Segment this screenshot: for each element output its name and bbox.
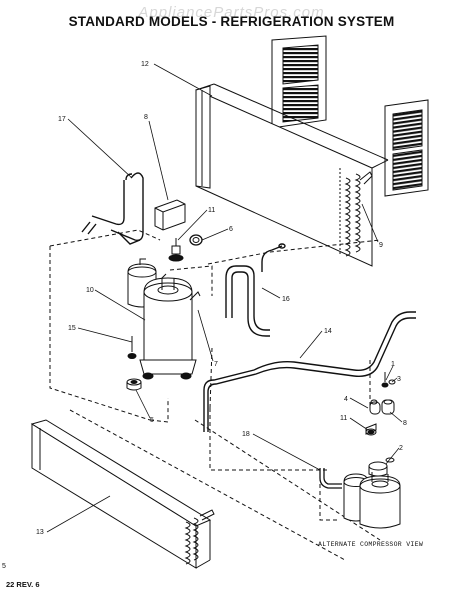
callout-8: 8 <box>144 114 148 121</box>
overload-cover <box>154 199 186 231</box>
corner-mark: 5 <box>2 563 6 570</box>
alternate-view-caption: ALTERNATE COMPRESSOR VIEW <box>318 541 424 548</box>
callout-11: 11 <box>208 207 215 214</box>
compressor <box>127 258 201 380</box>
compressor-grommet <box>126 378 142 391</box>
callout-15: 15 <box>68 325 76 332</box>
callout-6: 6 <box>229 226 233 233</box>
grommet <box>189 234 203 246</box>
callout-3: 3 <box>397 376 401 383</box>
alternate-terminal-parts <box>365 372 396 436</box>
callout-7: 7 <box>214 361 218 368</box>
callout-leader-lines <box>46 63 403 533</box>
terminal-clip <box>168 238 184 262</box>
suction-tube <box>81 172 144 245</box>
callout-9: 9 <box>379 242 383 249</box>
assembly-phantom-lines <box>49 229 381 561</box>
callout-1: 1 <box>391 361 395 368</box>
callout-numbers: 12 17 8 11 6 9 10 16 14 15 7 5 1 3 4 11 … <box>36 61 407 536</box>
callout-18: 18 <box>242 431 250 438</box>
callout-11-alternate: 11 <box>340 415 347 422</box>
callout-8-alternate: 8 <box>403 420 407 427</box>
callout-2: 2 <box>399 445 403 452</box>
callout-14: 14 <box>324 328 332 335</box>
condenser-coil <box>195 83 389 267</box>
diagram-title: STANDARD MODELS - REFRIGERATION SYSTEM <box>68 14 395 29</box>
revision-label: 22 REV. 6 <box>6 580 40 589</box>
side-grille-panel <box>384 99 429 197</box>
callout-10: 10 <box>86 287 94 294</box>
capillary-tube <box>203 311 416 432</box>
process-tube <box>319 468 342 489</box>
callout-4: 4 <box>344 396 348 403</box>
discharge-tube <box>225 243 286 337</box>
evaporator-coil <box>30 419 215 569</box>
upper-grille-panel <box>271 35 327 129</box>
callout-16: 16 <box>282 296 290 303</box>
alternate-compressor <box>343 457 401 529</box>
callout-17: 17 <box>58 116 66 123</box>
mounting-bolt <box>127 336 137 359</box>
callout-13: 13 <box>36 529 44 536</box>
callout-12: 12 <box>141 61 149 68</box>
callout-5: 5 <box>150 417 154 424</box>
